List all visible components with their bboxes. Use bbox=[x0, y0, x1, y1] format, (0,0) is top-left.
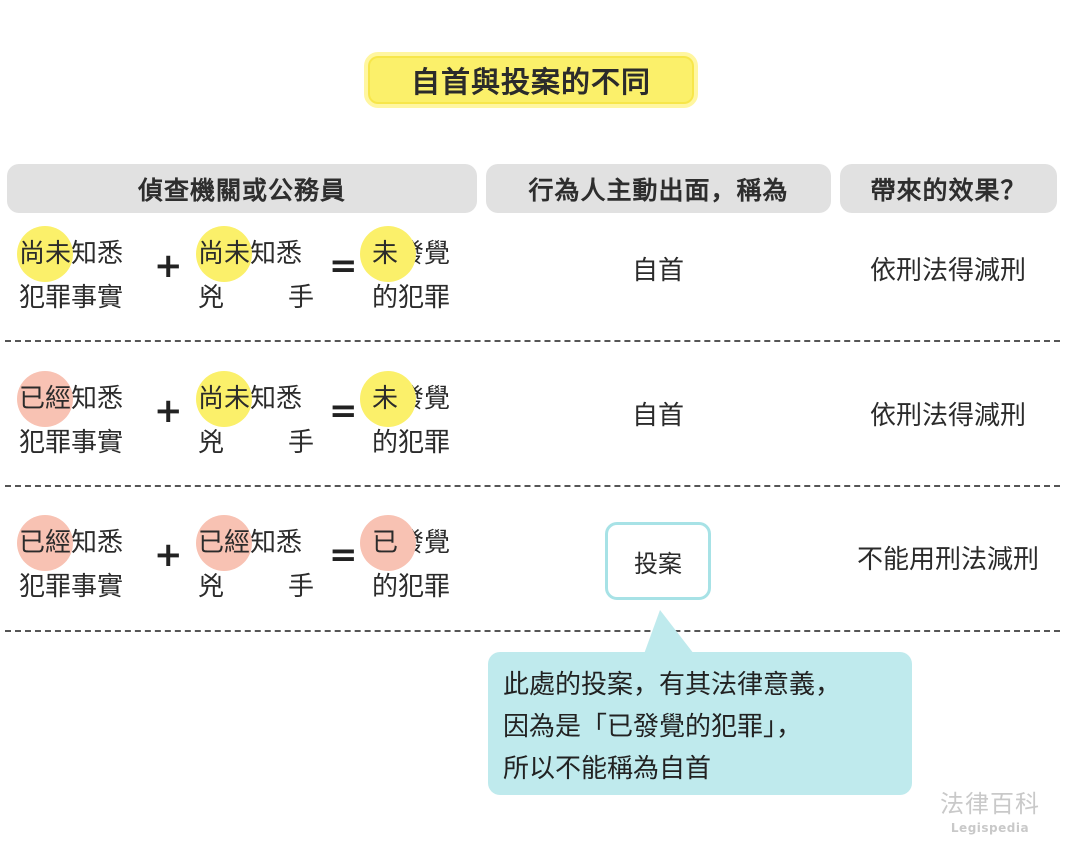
suspect-status: 尚未 bbox=[198, 384, 251, 414]
effect-label: 依刑法得減刑 bbox=[869, 256, 1026, 286]
crime-cell: 未發覺 的犯罪 bbox=[360, 371, 451, 465]
surrender-box: 投案 bbox=[605, 522, 711, 600]
suspect-word-2: 手 bbox=[288, 572, 315, 602]
header-effect: 帶來的效果？ bbox=[840, 164, 1057, 213]
suspect-word-1: 兇 bbox=[198, 283, 225, 313]
highlight-circle bbox=[196, 515, 252, 571]
suspect-cell: 尚未知悉 兇 手 bbox=[196, 371, 314, 465]
equals-sign: = bbox=[329, 391, 358, 431]
fact-verb: 知悉 bbox=[71, 384, 124, 414]
suspect-status: 尚未 bbox=[198, 239, 251, 269]
highlight-circle bbox=[196, 226, 252, 282]
suspect-verb: 知悉 bbox=[250, 384, 303, 414]
table-row: 已經知悉 犯罪事實 + 尚未知悉 兇手 = 未發覺 的犯罪 自首 依刑法得減刑 bbox=[0, 369, 1065, 499]
suspect-verb: 知悉 bbox=[250, 239, 303, 269]
table-row: 尚未知悉 犯罪事實 + 尚未知悉 兇手 = 未發覺 的犯罪 自首 依刑法得減刑 bbox=[0, 224, 1065, 354]
crime-object: 的犯罪 bbox=[372, 428, 451, 458]
highlight-circle bbox=[196, 371, 252, 427]
plus-sign: + bbox=[154, 246, 183, 286]
crime-cell: 未發覺 的犯罪 bbox=[360, 226, 451, 320]
crime-object: 的犯罪 bbox=[372, 283, 451, 313]
explanation-callout: 此處的投案，有其法律意義， 因為是「已發覺的犯罪」， 所以不能稱為自首 bbox=[488, 652, 912, 795]
plus-sign: + bbox=[154, 535, 183, 575]
crime-fact-cell: 尚未知悉 犯罪事實 bbox=[17, 226, 124, 320]
crime-object: 的犯罪 bbox=[372, 572, 451, 602]
highlight-circle bbox=[360, 515, 416, 571]
fact-status: 已經 bbox=[19, 384, 72, 414]
callout-pointer bbox=[644, 610, 694, 654]
fact-verb: 知悉 bbox=[71, 239, 124, 269]
fact-object: 犯罪事實 bbox=[19, 428, 124, 458]
legispedia-logo: 法律百科 Legispedia bbox=[940, 784, 1040, 835]
suspect-word-2: 手 bbox=[288, 283, 315, 313]
suspect-verb: 知悉 bbox=[250, 528, 303, 558]
fact-object: 犯罪事實 bbox=[19, 572, 124, 602]
header-actor-action: 行為人主動出面，稱為 bbox=[486, 164, 831, 213]
effect-label: 不能用刑法減刑 bbox=[856, 545, 1039, 575]
page-title: 自首與投案的不同 bbox=[364, 52, 698, 108]
equals-sign: = bbox=[329, 246, 358, 286]
row-divider bbox=[5, 340, 1060, 342]
equals-sign: = bbox=[329, 535, 358, 575]
suspect-status: 已經 bbox=[198, 528, 251, 558]
plus-sign: + bbox=[154, 391, 183, 431]
crime-status: 已 bbox=[372, 528, 399, 558]
suspect-word-1: 兇 bbox=[198, 572, 225, 602]
highlight-circle bbox=[360, 226, 416, 282]
highlight-circle bbox=[360, 371, 416, 427]
result-label: 投案 bbox=[634, 549, 682, 578]
fact-verb: 知悉 bbox=[71, 528, 124, 558]
result-label: 自首 bbox=[631, 256, 684, 286]
fact-status: 已經 bbox=[19, 528, 72, 558]
crime-status: 未 bbox=[372, 239, 399, 269]
crime-fact-cell: 已經知悉 犯罪事實 bbox=[17, 371, 124, 465]
result-label: 自首 bbox=[631, 401, 684, 431]
table-row: 已經知悉 犯罪事實 + 已經知悉 兇手 = 已發覺 的犯罪 投案 不能用刑法減刑 bbox=[0, 513, 1065, 643]
highlight-circle bbox=[17, 371, 73, 427]
callout-line: 因為是「已發覺的犯罪」， bbox=[503, 712, 803, 742]
suspect-word-2: 手 bbox=[288, 428, 315, 458]
fact-status: 尚未 bbox=[19, 239, 72, 269]
callout-line: 所以不能稱為自首 bbox=[503, 754, 712, 784]
header-investigators: 偵查機關或公務員 bbox=[7, 164, 477, 213]
callout-line: 此處的投案，有其法律意義， bbox=[503, 670, 842, 700]
crime-fact-cell: 已經知悉 犯罪事實 bbox=[17, 515, 124, 609]
crime-status: 未 bbox=[372, 384, 399, 414]
highlight-circle bbox=[17, 515, 73, 571]
crime-cell: 已發覺 的犯罪 bbox=[360, 515, 451, 609]
fact-object: 犯罪事實 bbox=[19, 283, 124, 313]
suspect-cell: 已經知悉 兇 手 bbox=[196, 515, 314, 609]
effect-label: 依刑法得減刑 bbox=[869, 401, 1026, 431]
logo-zh: 法律百科 bbox=[940, 790, 1040, 818]
suspect-cell: 尚未知悉 兇 手 bbox=[196, 226, 314, 320]
suspect-word-1: 兇 bbox=[198, 428, 225, 458]
logo-en: Legispedia bbox=[950, 821, 1030, 835]
highlight-circle bbox=[17, 226, 73, 282]
row-divider bbox=[5, 630, 1060, 632]
row-divider bbox=[5, 485, 1060, 487]
